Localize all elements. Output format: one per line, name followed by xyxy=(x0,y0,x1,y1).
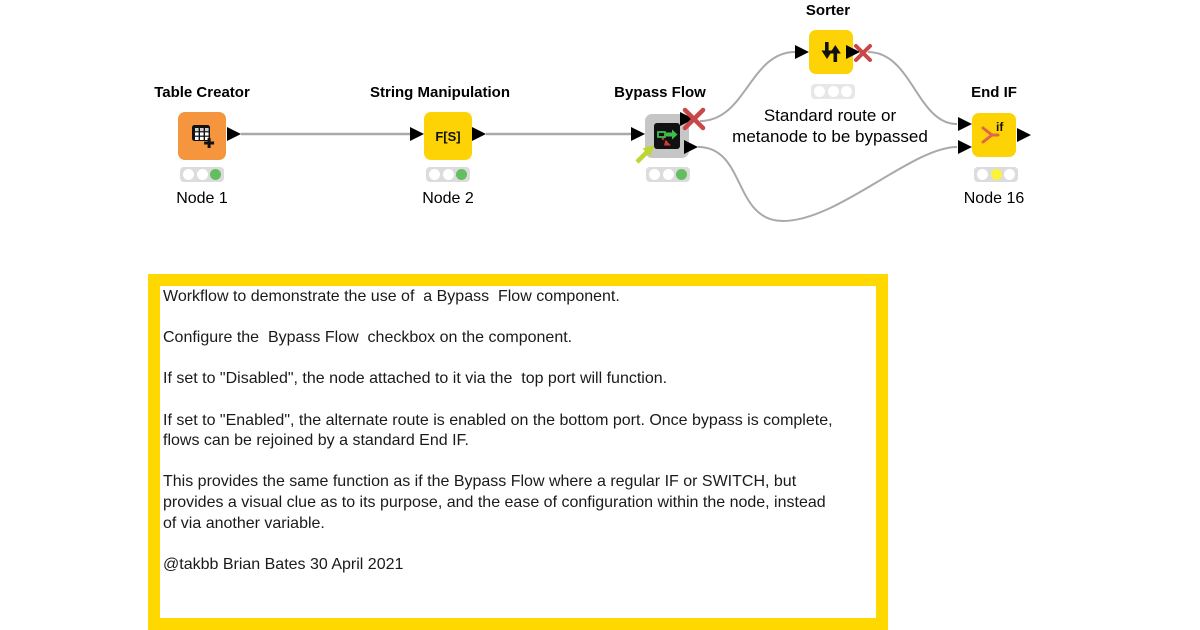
end-if-icon: if xyxy=(981,120,1004,144)
input-port-sorter[interactable] xyxy=(795,45,809,59)
node-title-string-manipulation: String Manipulation xyxy=(370,84,510,101)
traffic-light-table-creator xyxy=(180,167,224,182)
node-string-manipulation[interactable]: F[S] xyxy=(424,112,472,160)
output-port-table-creator[interactable] xyxy=(227,127,241,141)
traffic-green-off xyxy=(1004,169,1015,180)
node-label-table-creator: Node 1 xyxy=(176,190,228,207)
traffic-red-off xyxy=(977,169,988,180)
output-port-bypass-flow-bottom[interactable] xyxy=(684,140,698,154)
traffic-light-sorter xyxy=(811,84,855,99)
bypass-enabled-arrow-icon xyxy=(635,145,654,164)
end-if-icon-text: if xyxy=(996,120,1004,134)
wire-bypass-endif-bottom xyxy=(697,146,958,223)
traffic-light-end-if xyxy=(974,167,1018,182)
traffic-yellow-off xyxy=(827,86,839,97)
node-title-sorter: Sorter xyxy=(805,2,851,19)
node-title-bypass-flow: Bypass Flow xyxy=(614,84,706,101)
node-table-creator[interactable] xyxy=(178,112,226,160)
input-port-end-if-top[interactable] xyxy=(958,117,972,131)
traffic-green-off xyxy=(841,86,852,97)
delete-x-icon-bypass-top xyxy=(682,107,706,131)
node-label-string-manipulation: Node 2 xyxy=(422,190,474,207)
input-port-end-if-bottom[interactable] xyxy=(958,140,972,154)
output-port-end-if[interactable] xyxy=(1017,128,1031,142)
workflow-annotation-box[interactable]: Workflow to demonstrate the use of a Byp… xyxy=(148,274,888,630)
traffic-yellow-off xyxy=(662,169,674,180)
traffic-yellow-on xyxy=(990,169,1002,180)
traffic-yellow-off xyxy=(196,169,208,180)
input-port-string-manipulation[interactable] xyxy=(410,127,424,141)
node-title-table-creator: Table Creator xyxy=(154,84,250,101)
sorter-icon xyxy=(821,42,841,62)
traffic-light-bypass-flow xyxy=(646,167,690,182)
traffic-red-off xyxy=(649,169,660,180)
node-bypass-flow[interactable] xyxy=(645,114,689,158)
node-sorter[interactable] xyxy=(809,30,853,74)
node-end-if[interactable]: if xyxy=(972,113,1016,157)
traffic-green-on xyxy=(210,169,221,180)
input-port-bypass-flow[interactable] xyxy=(631,127,645,141)
workflow-note[interactable]: Standard route or metanode to be bypasse… xyxy=(732,106,928,146)
node-title-end-if: End IF xyxy=(971,84,1017,101)
workflow-annotation-text: Workflow to demonstrate the use of a Byp… xyxy=(163,288,833,573)
delete-x-icon-sorter xyxy=(854,44,872,62)
table-creator-icon xyxy=(192,125,215,148)
traffic-light-string-manipulation xyxy=(426,167,470,182)
traffic-green-on xyxy=(676,169,687,180)
traffic-red-off xyxy=(814,86,825,97)
traffic-red-off xyxy=(429,169,440,180)
traffic-green-on xyxy=(456,169,467,180)
traffic-yellow-off xyxy=(442,169,454,180)
string-manipulation-icon: F[S] xyxy=(435,128,461,144)
traffic-red-off xyxy=(183,169,194,180)
node-label-end-if: Node 16 xyxy=(963,190,1025,207)
bypass-flow-icon xyxy=(654,123,680,149)
output-port-string-manipulation[interactable] xyxy=(472,127,486,141)
